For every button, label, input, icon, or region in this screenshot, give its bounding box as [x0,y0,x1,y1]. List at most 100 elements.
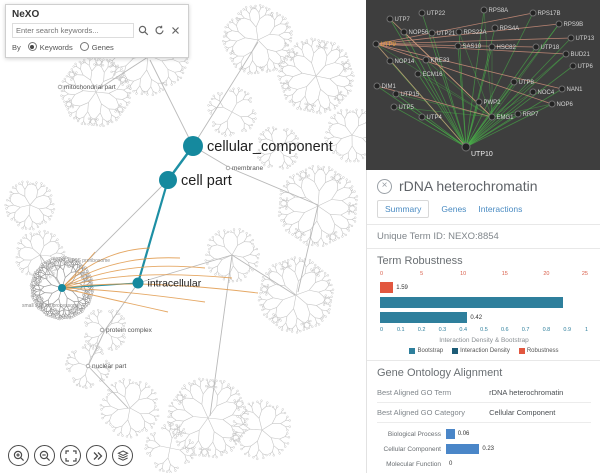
gene-node-NOP14[interactable] [386,57,394,65]
search-icon[interactable] [137,24,150,37]
gene-node-NAN1[interactable] [558,85,566,93]
gene-node-UTP18[interactable] [532,43,540,51]
robustness-x-label: Interaction Density & Bootstrap [439,337,529,344]
gene-node-ECM16[interactable] [414,70,422,78]
go-category-label: Biological Process [387,430,441,438]
radio-keywords[interactable] [27,42,37,51]
details-header: × rDNA heterochromatin [367,170,600,198]
radio-genes[interactable] [79,42,89,51]
legend-label: Robustness [526,348,559,354]
gene-node-UTP10[interactable] [461,142,471,152]
gene-node-NOP56[interactable] [400,28,408,36]
term-node-cellular-component[interactable] [183,136,203,156]
gene-node-RPS9B[interactable] [555,20,563,28]
axis-tick-label: 0.1 [396,327,405,333]
go-bar-cellular-component [446,444,480,454]
term-node-selected-term[interactable] [58,284,66,292]
app-title: NeXO [12,9,40,20]
axis-tick-label: 0.4 [459,327,468,333]
gene-node-SAS10[interactable] [454,42,462,50]
gene-node-UTP22[interactable] [418,9,426,17]
term-node-intracellular[interactable] [132,277,144,289]
tree-toolbar [8,445,133,466]
zoom-out-button[interactable] [34,445,55,466]
gene-label-UTP8: UTP8 [519,80,535,86]
fit-view-button[interactable] [60,445,81,466]
zoom-in-button[interactable] [8,445,29,466]
gene-node-PWP2[interactable] [475,98,483,106]
legend-swatch [409,348,416,354]
gene-label-UTP7: UTP7 [395,17,411,23]
gene-node-UTP5[interactable] [390,103,398,111]
axis-tick-label: 0.2 [417,327,426,333]
gene-node-RPS17B[interactable] [529,9,537,17]
term-label-nuclear-part: nuclear part [92,363,127,370]
term-node-cell-part[interactable] [159,171,177,189]
search-mode-genes[interactable]: Genes [79,42,114,52]
gene-label-UTP6: UTP6 [578,64,594,70]
gene-node-KRE33[interactable] [422,56,430,64]
tab-interactions[interactable]: Interactions [478,204,523,214]
gene-label-RPS22A: RPS22A [464,30,487,36]
gene-label-UTP18: UTP18 [541,45,560,51]
layers-button[interactable] [112,445,133,466]
search-input[interactable] [12,23,134,38]
axis-tick-label: 0.8 [542,327,551,333]
gene-node-RPS8A[interactable] [480,6,488,14]
gene-node-EMG1[interactable] [488,113,496,121]
term-id: Unique Term ID: NEXO:8854 [367,225,600,249]
gene-node-HSC82[interactable] [488,43,496,51]
term-label-intracellular: intracellular [148,278,202,290]
go-bar-value: 0 [449,461,453,467]
expand-all-button[interactable] [86,445,107,466]
go-bar-value: 0.06 [457,431,470,437]
term-node-mitochondrial-part[interactable] [57,84,63,90]
gene-node-UTP4[interactable] [418,113,426,121]
gene-node-UTP15[interactable] [392,90,400,98]
axis-tick-label: 10 [460,271,467,277]
gene-node-BUD21[interactable] [562,50,570,58]
tab-summary[interactable]: Summary [377,200,430,218]
go-category-label: Cellular Component [383,445,441,453]
gene-node-UTP6[interactable] [569,62,577,70]
gene-node-RPS22A[interactable] [455,28,463,36]
gene-label-NOP14: NOP14 [395,59,415,65]
gene-node-NOP6[interactable] [548,100,556,108]
gene-node-RRP7[interactable] [514,110,522,118]
gene-node-UTP13[interactable] [567,34,575,42]
bar-robustness [380,282,394,293]
legend-label: Interaction Density [460,348,510,354]
axis-tick-label: 25 [581,271,588,277]
term-node-nuclear-part[interactable] [85,363,91,369]
tab-genes[interactable]: Genes [441,204,467,214]
robustness-bar-row-interaction-density: 0.42 [380,312,588,323]
search-mode-keywords[interactable]: Keywords [27,42,73,52]
go-row-label: Best Aligned GO Category [377,408,465,417]
gene-node-UTP8[interactable] [510,78,518,86]
gene-node-UTP7[interactable] [386,15,394,23]
gene-node-UTP21[interactable] [428,29,436,37]
gene-node-RPS4A[interactable] [491,24,499,32]
axis-tick-label: 0 [380,271,384,277]
go-bar-biological-process [446,429,455,439]
term-node-membrane[interactable] [225,165,231,171]
axis-tick-label: 0.3 [438,327,447,333]
axis-tick-label: 0.9 [563,327,572,333]
term-node-protein-complex[interactable] [99,327,105,333]
reset-icon[interactable] [153,24,166,37]
gene-node-UTP9[interactable] [372,40,380,48]
gene-node-NOC4[interactable] [529,88,537,96]
robustness-legend: Bootstrap Interaction Density Robustness [377,348,591,354]
robustness-bar-row-robustness: 1.59 [380,282,588,293]
clear-icon[interactable] [169,24,182,37]
legend-item-bootstrap: Bootstrap [409,348,443,354]
close-details-button[interactable]: × [377,178,392,194]
gene-node-DIM1[interactable] [373,82,381,90]
legend-item-robustness: Robustness [518,348,559,354]
gene-label-UTP15: UTP15 [401,92,420,98]
